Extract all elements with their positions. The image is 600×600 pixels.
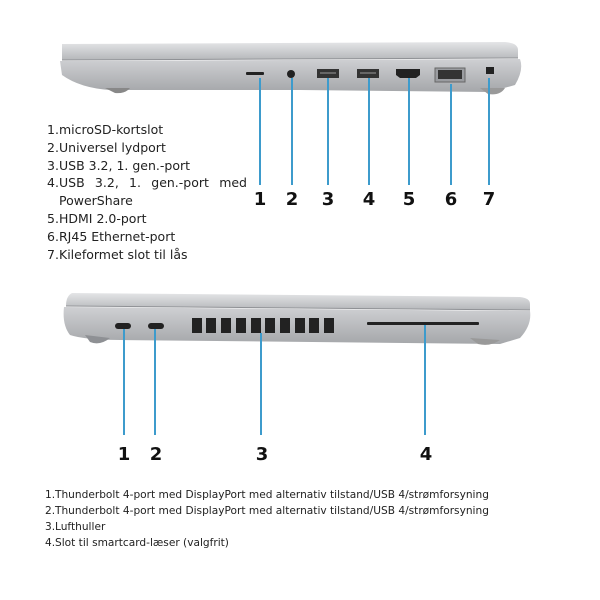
leader-line: [259, 78, 261, 185]
leader-line: [154, 329, 156, 435]
item-label: Kileformet slot til lås: [59, 246, 188, 262]
hdmi-port: [396, 69, 420, 78]
usb-port-2: [357, 69, 379, 78]
callout-number: 4: [419, 444, 433, 465]
item-label: HDMI 2.0-port: [59, 210, 147, 226]
right-side-legend: 1.microSD-kortslot 2.Universel lydport 3…: [47, 121, 247, 263]
item-number: 3.: [47, 157, 59, 173]
leader-line: [327, 78, 329, 185]
item-label: USB 3.2, 1. gen.-port med PowerShare: [59, 175, 247, 209]
item-number: 3.: [45, 521, 56, 533]
callout-number: 6: [444, 189, 458, 210]
legend-item: 5.HDMI 2.0-port: [47, 210, 247, 228]
legend-item: 3.Lufthuller: [45, 519, 565, 535]
callout-number: 1: [117, 444, 131, 465]
laptop-right-side-view: [60, 42, 522, 95]
callout-number: 1: [253, 189, 267, 210]
item-number: 4.: [45, 537, 56, 549]
callout-number: 3: [255, 444, 269, 465]
item-label: Slot til smartcard-læser (valgfrit): [55, 537, 229, 549]
item-label: USB 3.2, 1. gen.-port: [59, 157, 191, 173]
legend-item: 3.USB 3.2, 1. gen.-port: [47, 157, 247, 175]
item-number: 5.: [47, 210, 59, 226]
callout-number: 2: [149, 444, 163, 465]
left-side-legend: 1.Thunderbolt 4-port med DisplayPort med…: [45, 487, 565, 551]
smartcard-slot: [367, 322, 479, 325]
leader-line: [123, 329, 125, 435]
air-vents: [192, 318, 334, 333]
legend-item: 1.Thunderbolt 4-port med DisplayPort med…: [45, 487, 565, 503]
callout-number: 2: [285, 189, 299, 210]
item-number: 1.: [45, 489, 56, 501]
legend-item: 4.USB 3.2, 1. gen.-port med PowerShare: [47, 174, 247, 210]
item-number: 2.: [45, 505, 56, 517]
callout-number: 5: [402, 189, 416, 210]
item-label: Universel lydport: [59, 139, 166, 155]
item-label: Thunderbolt 4-port med DisplayPort med a…: [55, 489, 489, 501]
rj45-port: [434, 67, 466, 83]
leader-line: [291, 78, 293, 185]
legend-item: 2.Universel lydport: [47, 139, 247, 157]
item-label: Lufthuller: [55, 521, 106, 533]
leader-line: [488, 78, 490, 185]
item-number: 6.: [47, 228, 59, 244]
usb-port-1: [317, 69, 339, 78]
legend-item: 6.RJ45 Ethernet-port: [47, 228, 247, 246]
item-label: Thunderbolt 4-port med DisplayPort med a…: [55, 505, 489, 517]
legend-item: 7.Kileformet slot til lås: [47, 246, 247, 264]
leader-line: [260, 333, 262, 435]
microsd-slot: [246, 72, 264, 75]
item-number: 7.: [47, 246, 59, 262]
leader-line: [408, 78, 410, 185]
item-label: microSD-kortslot: [59, 122, 164, 137]
audio-jack: [287, 70, 295, 78]
thunderbolt-port-2: [148, 323, 164, 329]
legend-item: 1.microSD-kortslot: [47, 121, 247, 139]
lock-slot: [486, 67, 494, 74]
callout-number: 7: [482, 189, 496, 210]
leader-line: [368, 78, 370, 185]
item-number: 2.: [47, 139, 59, 155]
item-number: 1.: [47, 122, 59, 137]
item-label: RJ45 Ethernet-port: [59, 228, 176, 244]
thunderbolt-port-1: [115, 323, 131, 329]
legend-item: 2.Thunderbolt 4-port med DisplayPort med…: [45, 503, 565, 519]
laptop-left-side-view: [63, 293, 531, 345]
leader-line: [450, 84, 452, 185]
callout-number: 4: [362, 189, 376, 210]
leader-line: [424, 325, 426, 435]
callout-number: 3: [321, 189, 335, 210]
item-number: 4.: [47, 175, 59, 191]
legend-item: 4.Slot til smartcard-læser (valgfrit): [45, 535, 565, 551]
